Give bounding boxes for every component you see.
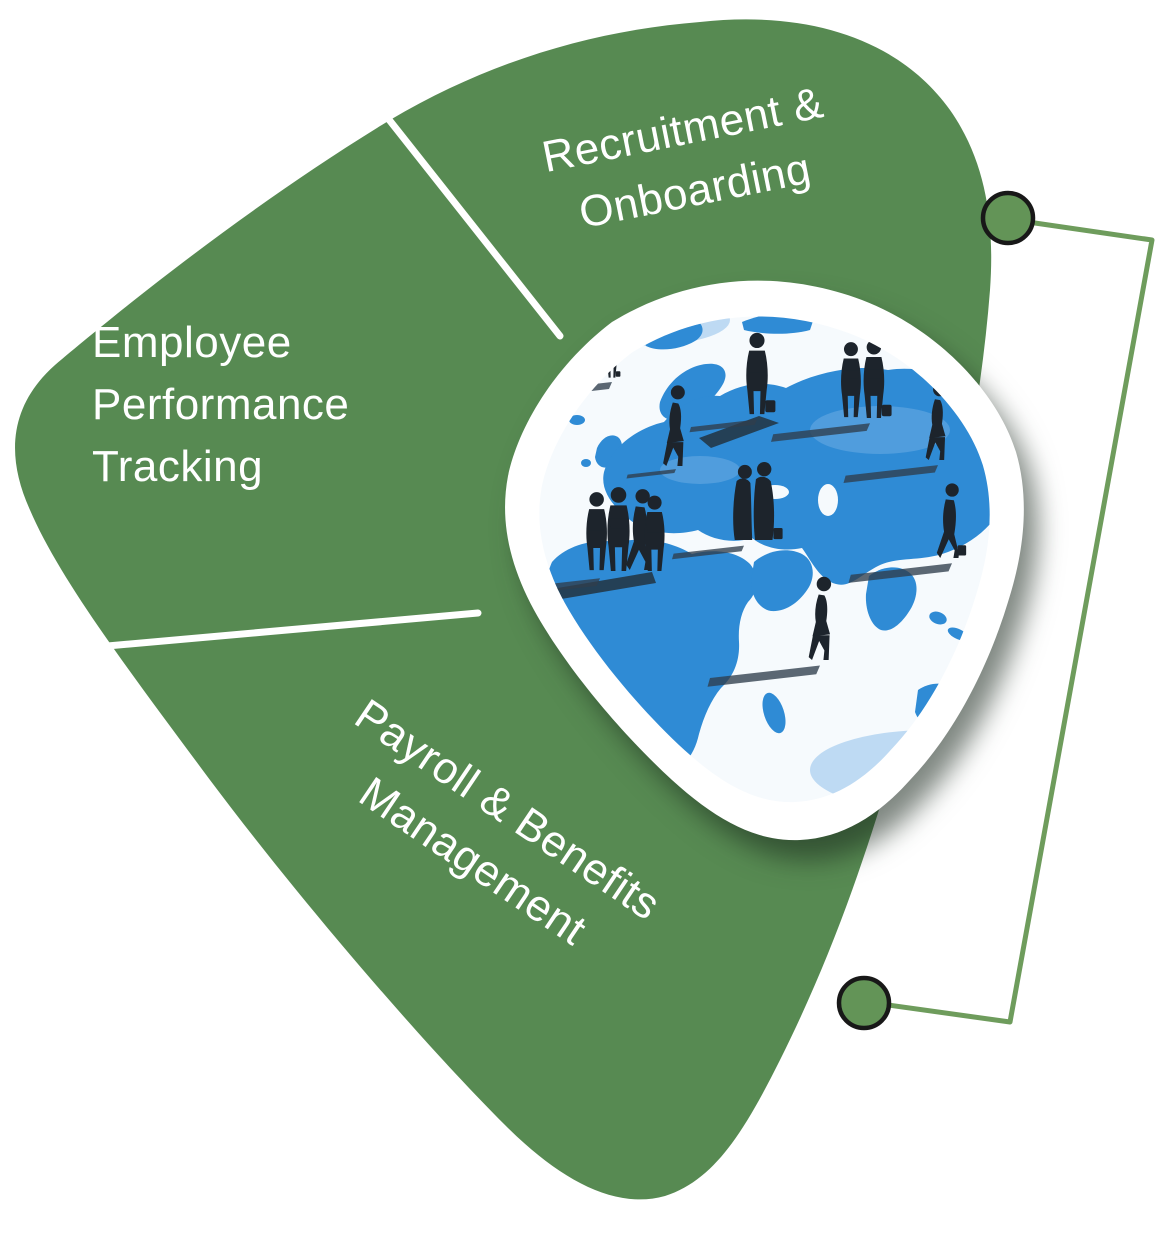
connector-node-top: [980, 190, 1036, 246]
segment-label-employee-performance-tracking: Employee Performance Tracking: [92, 318, 350, 491]
connector-node-bottom: [836, 975, 892, 1031]
connector-line: [887, 219, 1155, 1025]
divider-left: [81, 609, 482, 652]
divider-top: [379, 108, 564, 340]
